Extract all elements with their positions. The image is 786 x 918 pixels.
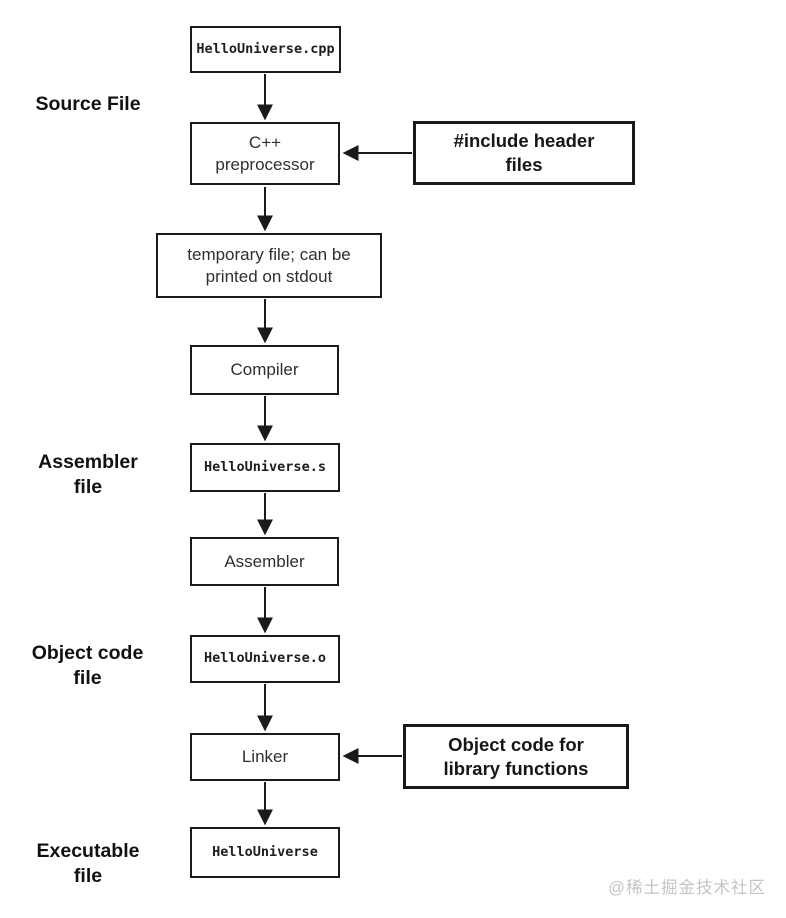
- label-source-file: Source File: [28, 92, 148, 117]
- node-linker: Linker: [190, 733, 340, 781]
- label-assembler-file: Assembler file: [38, 451, 138, 498]
- node-include-header-files: #include header files: [413, 121, 635, 185]
- node-source-cpp-file-text: HelloUniverse.cpp: [196, 40, 335, 57]
- watermark-juejin-community: @稀土掘金技术社区: [608, 879, 766, 897]
- label-source-file-text: Source File: [35, 93, 141, 115]
- node-cpp-preprocessor: C++ preprocessor: [190, 122, 340, 185]
- node-object-code-library: Object code for library functions: [403, 724, 629, 789]
- label-object-code-file: Object code file: [31, 642, 144, 689]
- label-executable-file: Executable file: [36, 840, 140, 887]
- node-assembler: Assembler: [190, 537, 339, 586]
- node-temporary-file: temporary file; can be printed on stdout: [156, 233, 382, 298]
- node-compiler: Compiler: [190, 345, 339, 395]
- node-object-file: HelloUniverse.o: [190, 635, 340, 683]
- node-executable: HelloUniverse: [190, 827, 340, 878]
- node-source-cpp-file: HelloUniverse.cpp: [190, 26, 341, 73]
- node-assembler-file: HelloUniverse.s: [190, 443, 340, 492]
